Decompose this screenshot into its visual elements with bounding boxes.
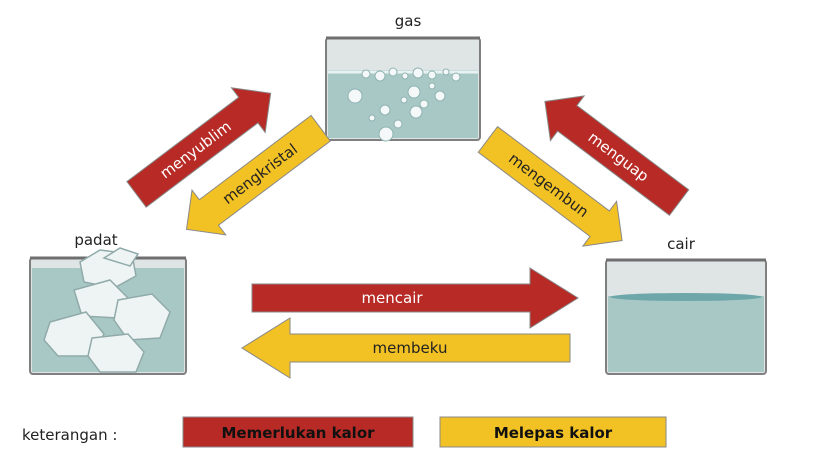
arrow-sublimation: menyublim (126, 87, 272, 208)
solid-beaker (29, 247, 187, 375)
label-condensation: mengembun (505, 149, 592, 221)
gas-label: gas (395, 12, 422, 30)
legend-swatch-requires-heat (182, 416, 414, 448)
label-melting: mencair (361, 289, 423, 307)
legend-requires-heat: Memerlukan kalor (221, 424, 375, 442)
ice-cubes (43, 247, 171, 373)
solid-label: padat (74, 231, 117, 249)
gas-bubbles (347, 67, 461, 142)
arrow-deposition: mengkristal (185, 114, 332, 236)
legend-releases-heat: Melepas kalor (494, 424, 613, 442)
liquid-label: cair (667, 235, 696, 253)
liquid-beaker (605, 258, 767, 375)
arrow-melting: mencair (251, 267, 579, 329)
gas-beaker (325, 36, 481, 142)
label-deposition: mengkristal (219, 140, 301, 208)
legend-caption: keterangan : (22, 426, 117, 444)
legend: keterangan : Memerlukan kalor Melepas ka… (22, 416, 667, 448)
legend-swatch-releases-heat (439, 416, 667, 448)
arrow-freezing: membeku (241, 317, 571, 379)
label-freezing: membeku (373, 339, 448, 357)
